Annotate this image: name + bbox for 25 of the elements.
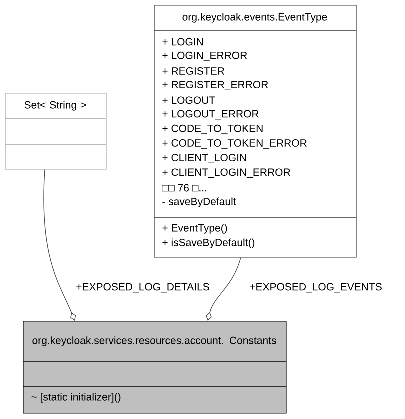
class-name: Set< String > (24, 101, 86, 111)
class-member: + LOGIN (162, 38, 204, 46)
class-member: + EventType() (162, 224, 228, 234)
class-box (4, 93, 107, 170)
class-member: + CLIENT_LOGIN_ERROR (162, 168, 290, 178)
class-member: □□ 76 □... (162, 184, 207, 192)
association-line (206, 257, 242, 321)
association-line (44, 169, 76, 321)
class-member: + REGISTER (162, 68, 224, 75)
edge-label: +EXPOSED_LOG_DETAILS (75, 282, 211, 294)
class-member: + LOGOUT (162, 96, 216, 104)
class-member: + LOGIN_ERROR (162, 52, 248, 62)
class-member: - saveByDefault (162, 198, 236, 208)
class-member: + LOGOUT_ERROR (162, 110, 259, 120)
class-name: org.keycloak.events.EventType (182, 13, 328, 23)
class-member: ~ [static initializer]() (32, 393, 121, 403)
class-member: + CLIENT_LOGIN (162, 154, 246, 164)
class-member: + REGISTER_ERROR (162, 81, 268, 90)
class-name: org.keycloak.services.resources.account. Constants (32, 336, 276, 346)
class-member: + CODE_TO_TOKEN (162, 124, 263, 134)
edge-label: +EXPOSED_LOG_EVENTS (248, 282, 384, 294)
class-member: + CODE_TO_TOKEN_ERROR (162, 140, 307, 149)
class-box (154, 5, 357, 258)
class-member: + isSaveByDefault() (162, 238, 255, 248)
class-box (22, 321, 287, 414)
